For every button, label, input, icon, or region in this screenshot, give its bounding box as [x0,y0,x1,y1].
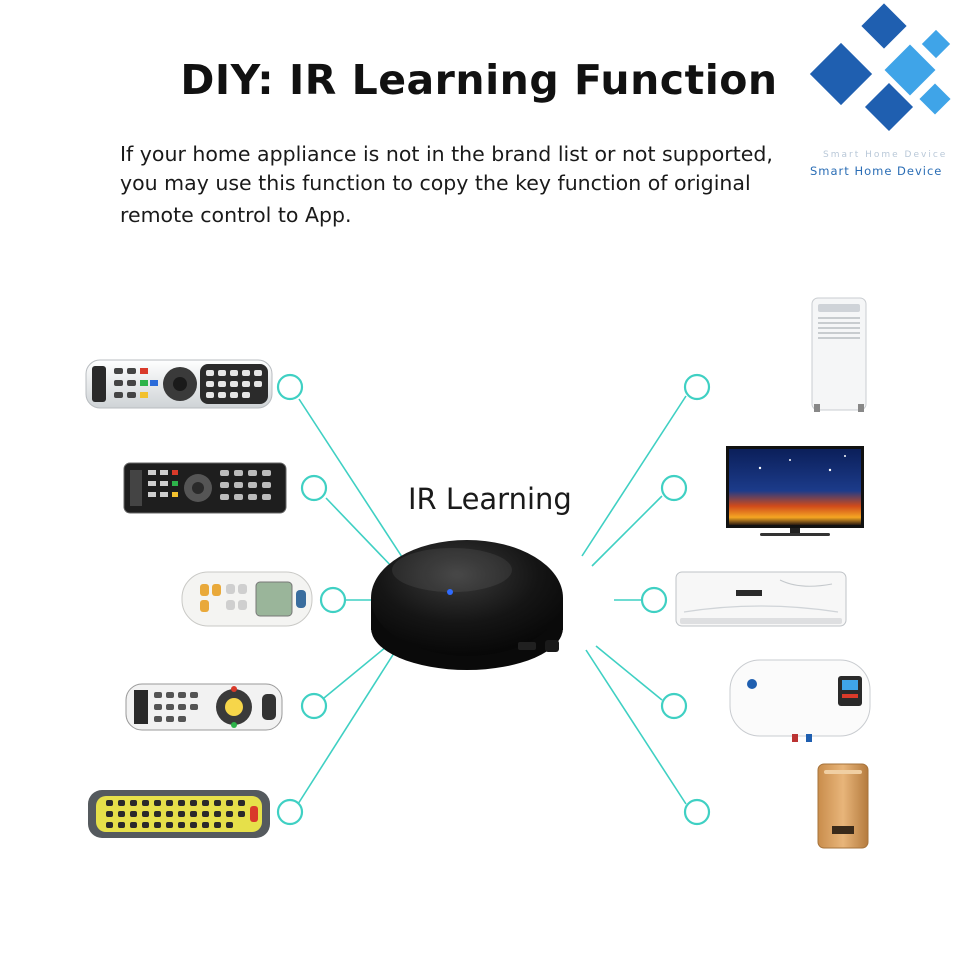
connection-node [640,586,668,614]
universal-remote [125,683,283,731]
black-set-top-remote [123,462,287,514]
connector-lines [297,395,687,805]
page-title: DIY: IR Learning Function [180,56,778,104]
wall-air-conditioner [675,571,847,627]
connector-line [581,395,687,557]
connector-line [595,645,663,701]
logo-diamond [861,3,907,49]
logo-diamond [809,42,873,106]
portable-air-conditioner [811,297,867,412]
brand-logo [809,3,951,132]
connection-node [683,373,711,401]
water-heater [729,659,871,742]
connector-line [298,398,405,561]
connection-node [300,474,328,502]
logo-diamond [864,82,914,132]
silver-tv-remote [85,359,273,409]
connection-node [683,798,711,826]
ir-hub-device [371,540,563,670]
connector-line [325,497,396,571]
description-line-2: you may use this function to copy the ke… [120,171,751,195]
connection-node [300,692,328,720]
connection-node [660,474,688,502]
connection-node [660,692,688,720]
brand-tagline-faint: Smart Home Device [823,150,948,160]
connector-line [323,641,393,699]
connection-node [319,586,347,614]
logo-diamond [921,29,951,59]
connector-line [297,649,397,805]
status-led-icon [447,589,453,595]
logo-diamond [919,83,951,115]
logo-diamond [884,44,936,96]
description-line-1: If your home appliance is not in the bra… [120,142,773,166]
description-line-3: remote control to App. [120,203,352,227]
television [726,446,864,536]
ac-remote [181,571,313,627]
connection-nodes [276,373,711,826]
connection-node [276,373,304,401]
connector-line [585,649,687,805]
connector-line [591,495,663,567]
hub-label: IR Learning [408,482,572,516]
air-purifier [817,763,869,849]
yellow-remote [88,790,270,838]
connection-node [276,798,304,826]
brand-tagline: Smart Home Device [810,164,943,178]
